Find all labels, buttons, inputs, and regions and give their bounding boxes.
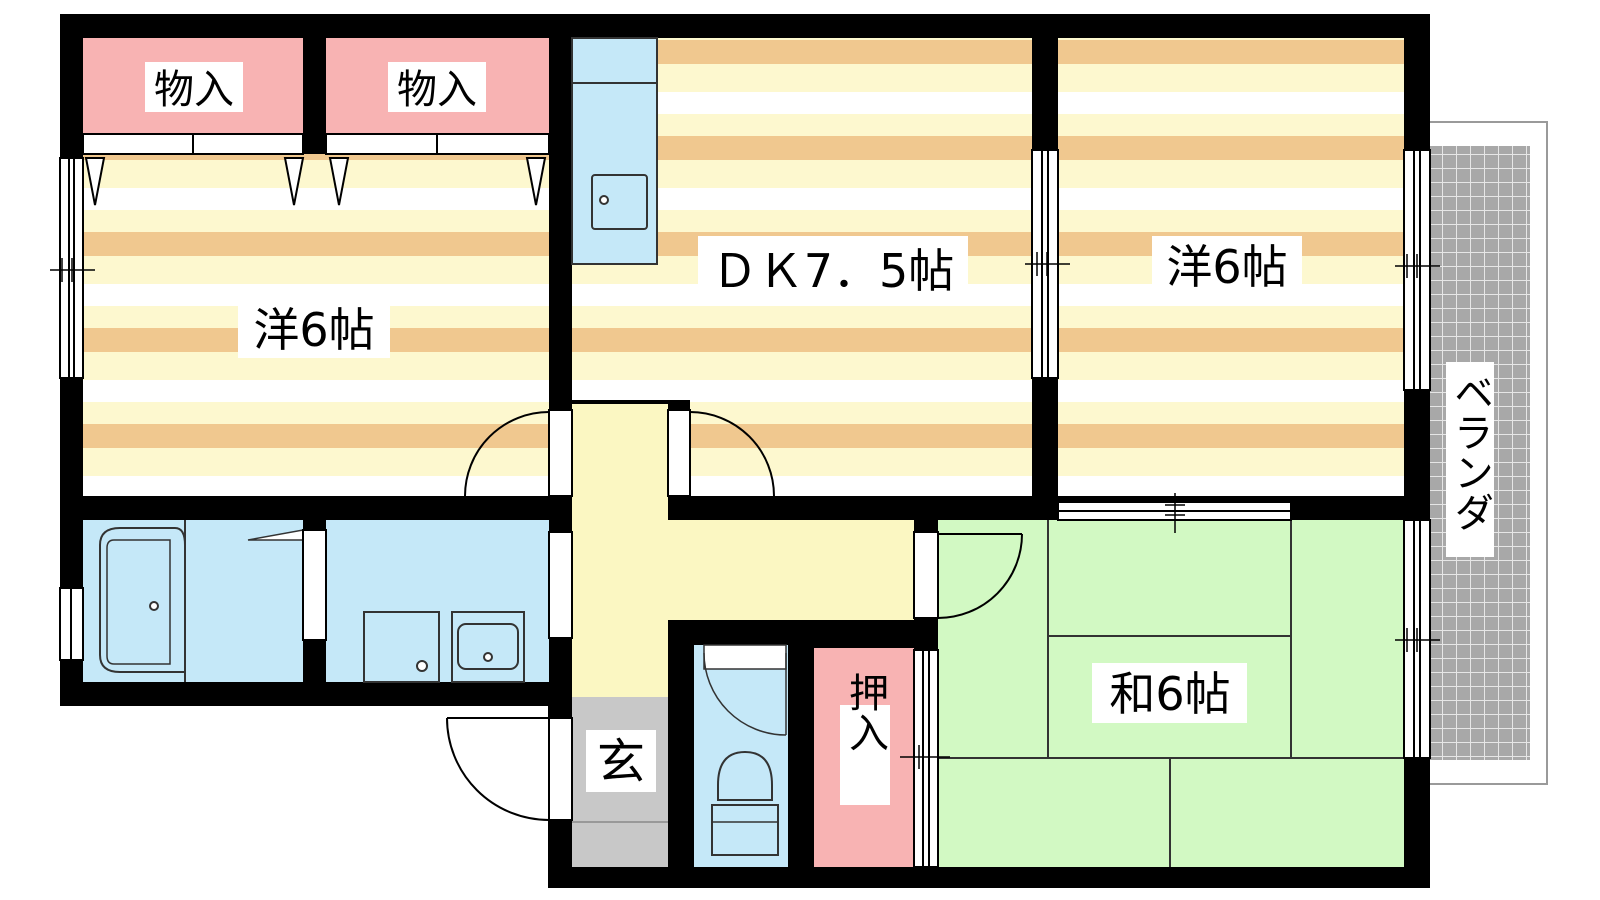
genkan-label: 玄	[597, 734, 645, 790]
bathroom	[83, 520, 304, 682]
tatami-lines	[938, 520, 1404, 867]
kitchen-counter	[571, 37, 658, 265]
closet-doors	[82, 133, 550, 206]
closet-2-label: 物入	[397, 67, 477, 113]
hallway	[572, 404, 914, 697]
window-ticks	[50, 252, 1440, 769]
oshiire-label: 押入	[842, 672, 888, 752]
washroom	[326, 520, 549, 683]
toilet-tank	[711, 804, 779, 856]
toilet-room	[694, 644, 788, 867]
veranda	[1411, 121, 1548, 785]
genkan-label-bg	[586, 730, 656, 792]
washing-machine-space	[363, 611, 440, 683]
veranda-label: ベランダ	[1447, 372, 1493, 532]
openings	[59, 149, 1431, 868]
closet-1-label: 物入	[154, 67, 234, 113]
toilet-bowl	[717, 750, 773, 801]
western-room-right-label: 洋6帖	[1166, 240, 1287, 294]
japanese-room-label: 和6帖	[1109, 667, 1230, 721]
veranda-label-bg	[1446, 362, 1494, 557]
kitchen-sink	[591, 174, 648, 230]
western-room-left-label: 洋6帖	[253, 303, 374, 357]
washbasin	[451, 611, 525, 683]
dk-floor-lower	[690, 400, 1032, 496]
door-swings	[446, 411, 1023, 821]
bathtub	[99, 527, 186, 673]
dk-label: ＤＫ7．5帖	[712, 244, 955, 298]
oshiire-label-bg	[840, 705, 890, 805]
